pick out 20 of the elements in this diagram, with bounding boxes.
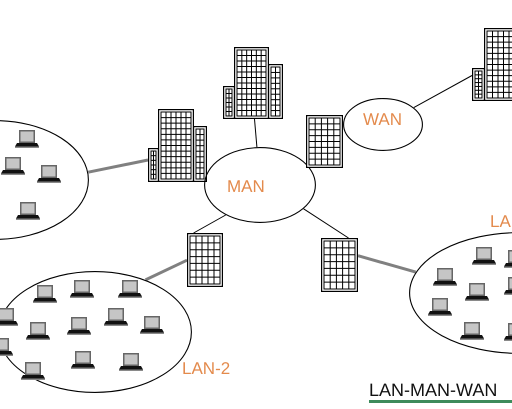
node-label: MAN	[227, 178, 265, 195]
network-label: LA	[490, 213, 511, 230]
network-ellipse	[204, 147, 316, 223]
node-label: WAN	[363, 111, 402, 128]
network-label: LAN-2	[182, 360, 230, 377]
office-building	[306, 115, 343, 168]
connection-line	[413, 75, 472, 108]
office-building	[321, 238, 358, 292]
caption-text: LAN-MAN-WAN	[369, 381, 498, 399]
office-buildings	[223, 47, 283, 119]
office-building	[187, 233, 223, 287]
office-buildings	[472, 28, 512, 101]
connection-line	[193, 214, 226, 234]
office-buildings	[148, 109, 207, 182]
connection-line	[358, 254, 416, 274]
network-ellipse	[343, 98, 423, 151]
connection-line	[144, 258, 188, 282]
connection-line	[88, 158, 148, 174]
connection-line	[254, 118, 258, 148]
connection-line	[303, 208, 349, 238]
